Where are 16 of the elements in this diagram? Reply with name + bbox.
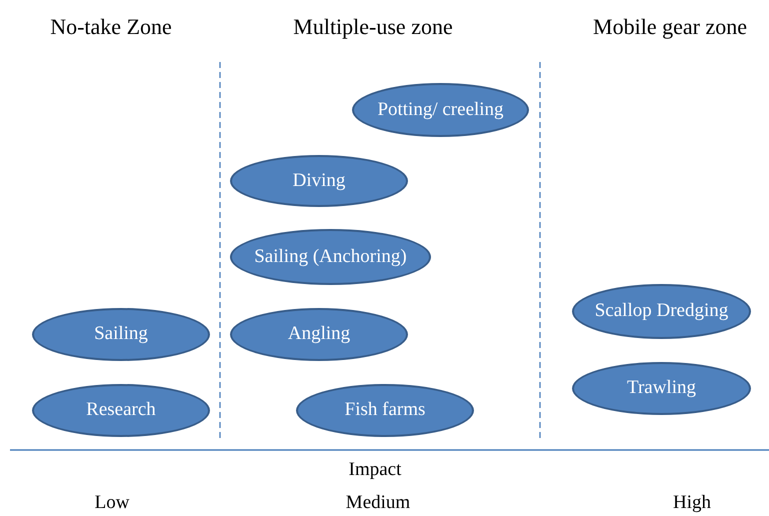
activity-ellipse: Research: [32, 384, 210, 437]
activity-ellipse: Fish farms: [296, 384, 474, 437]
activity-ellipse: Diving: [230, 155, 408, 207]
zone-heading: Multiple-use zone: [293, 14, 453, 40]
activity-ellipse: Trawling: [572, 362, 751, 415]
activity-ellipse: Angling: [230, 308, 408, 361]
zone-heading: No-take Zone: [50, 14, 172, 40]
activity-ellipse: Scallop Dredging: [572, 284, 751, 339]
activity-ellipse: Sailing (Anchoring): [230, 229, 431, 285]
activity-ellipse: Potting/ creeling: [352, 83, 529, 137]
axis-title: Impact: [348, 459, 402, 481]
axis-tick-label: Medium: [346, 492, 410, 514]
zone-heading: Mobile gear zone: [593, 14, 747, 40]
axis-tick-label: High: [673, 492, 711, 514]
activity-ellipse: Sailing: [32, 308, 210, 361]
axis-tick-label: Low: [94, 492, 130, 514]
